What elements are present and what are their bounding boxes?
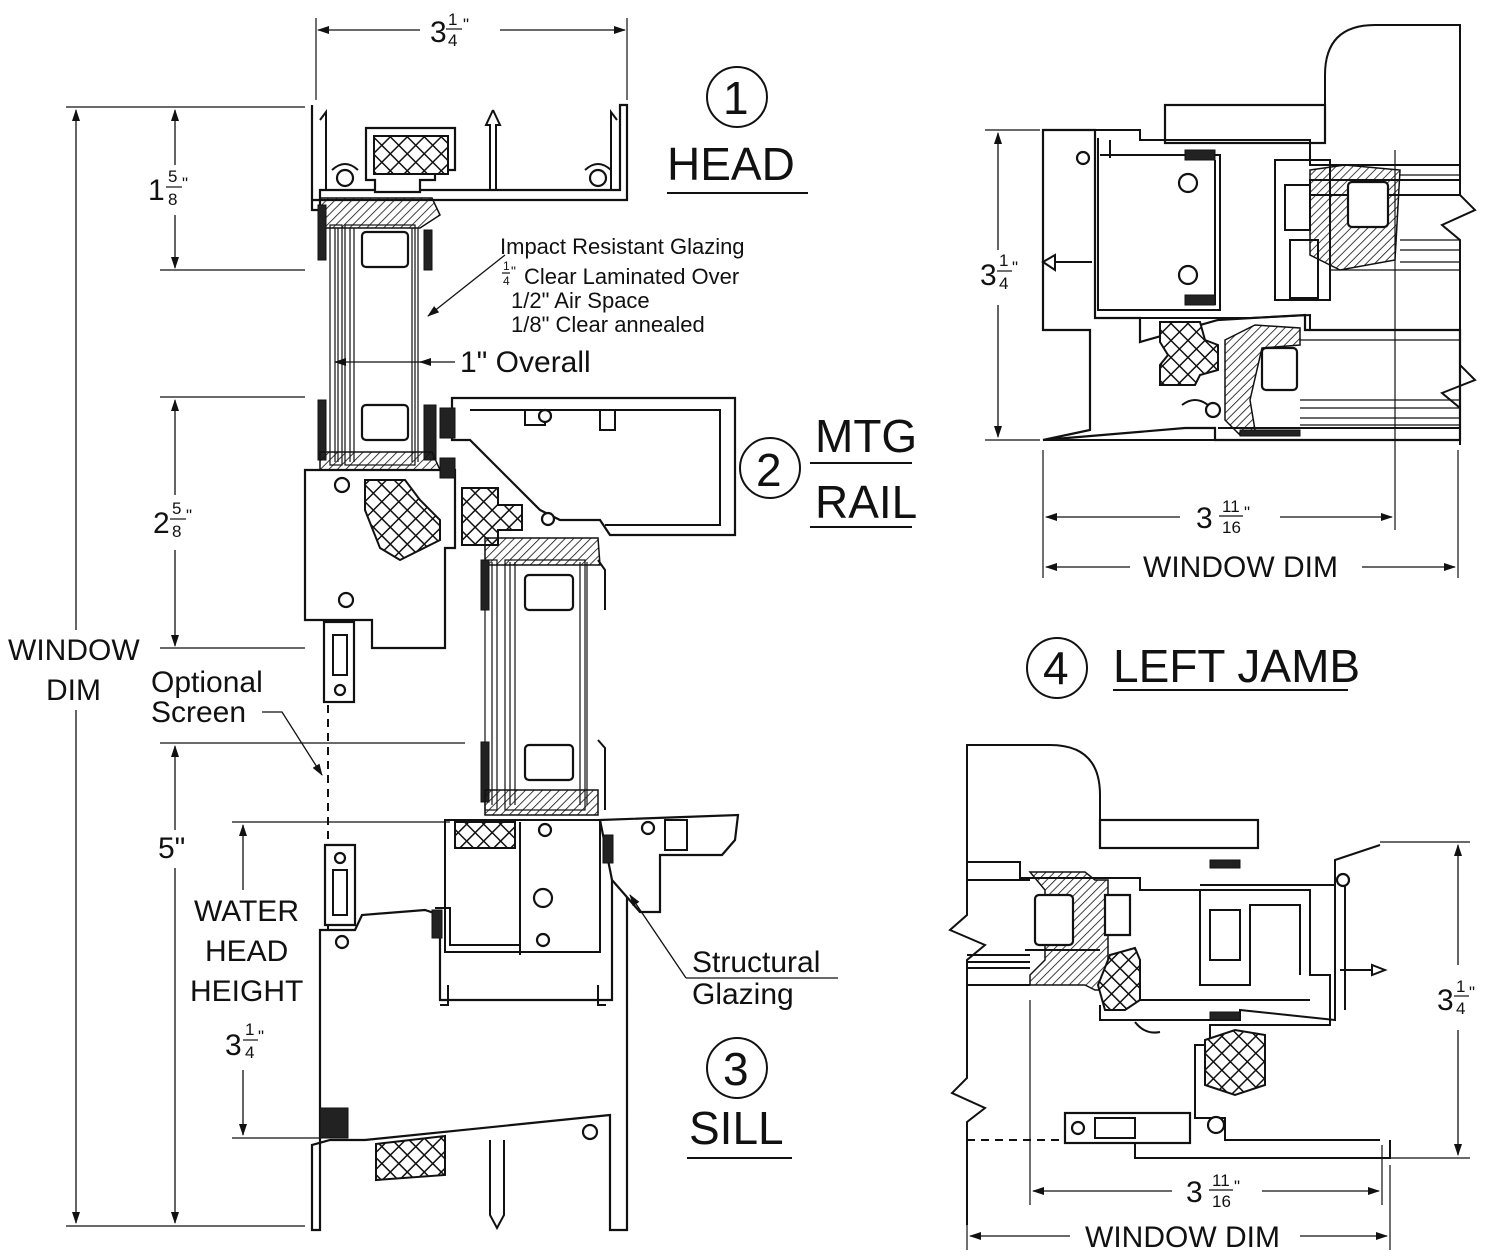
mtg-height-whole: 2 [153,507,170,540]
glazing-frac-den: 4 [503,274,510,288]
mtg-label-bottom: RAIL [815,476,917,528]
head-label: HEAD [667,138,795,190]
glazing-line2: Clear Laminated Over [524,264,739,289]
top-width-whole: 3 [430,16,447,49]
sill-height: 5" [158,832,185,865]
window-dim-v-line1: WINDOW [8,634,140,667]
head-height-unit: " [182,174,188,193]
jamb-bottom-width-num: 11 [1212,1171,1230,1190]
head-height-num: 5 [168,167,177,186]
jamb-top-height-whole: 3 [980,259,997,292]
jamb-number: 4 [1043,642,1069,694]
mtg-height-num: 5 [172,499,181,518]
top-width-den: 4 [448,31,457,50]
jamb-bottom-section [948,744,1470,1250]
water-head-unit: " [258,1027,264,1046]
structural-line1: Structural [692,946,820,979]
head-height-den: 8 [168,190,177,209]
top-width-num: 1 [448,10,457,29]
water-head-den: 4 [245,1043,254,1062]
labels: 3 1 4 " 1 HEAD 1 5 8 " Impact Resistant … [8,10,1475,1254]
head-height-whole: 1 [148,174,165,207]
sill-number: 3 [723,1043,749,1095]
glazing-line3: 1/2" Air Space [511,288,650,313]
jamb-top-width-den: 16 [1222,518,1241,537]
screen-line1: Optional [151,666,263,699]
window-dim-top: WINDOW DIM [1143,551,1338,584]
jamb-top-height-num: 1 [999,251,1008,270]
vertical-section [66,18,912,1232]
mtg-height-den: 8 [172,522,181,541]
jamb-bottom-height-unit: " [1469,983,1475,1002]
glazing-line4: 1/8" Clear annealed [511,312,705,337]
jamb-top-width-unit: " [1244,503,1250,522]
jamb-bottom-height-num: 1 [1456,977,1465,996]
jamb-top-height-unit: " [1012,258,1018,277]
head-number: 1 [723,72,749,124]
jamb-bottom-height-den: 4 [1456,999,1465,1018]
jamb-bottom-height-whole: 3 [1437,984,1454,1017]
top-width-unit: " [463,15,469,34]
sill-label: SILL [689,1102,784,1154]
water-head-num: 1 [245,1020,254,1039]
overall-label: 1" Overall [460,346,591,379]
mtg-number: 2 [756,444,782,496]
jamb-top-height-den: 4 [999,274,1008,293]
glazing-line1: Impact Resistant Glazing [500,234,745,259]
glazing-frac-unit: " [511,263,516,279]
jamb-bottom-width-unit: " [1234,1177,1240,1196]
mtg-height-unit: " [186,506,192,525]
water-line2: HEAD [205,935,288,968]
water-head-whole: 3 [225,1029,242,1062]
jamb-bottom-width-whole: 3 [1186,1176,1203,1209]
jamb-bottom-width-den: 16 [1212,1192,1231,1211]
water-line3: HEIGHT [190,975,303,1008]
mtg-label-top: MTG [815,410,917,462]
jamb-top-width-whole: 3 [1196,502,1213,535]
jamb-label: LEFT JAMB [1113,640,1360,692]
screen-line2: Screen [151,696,246,729]
jamb-top-width-num: 11 [1222,497,1240,516]
window-dim-bottom: WINDOW DIM [1085,1221,1280,1253]
glazing-frac-num: 1 [503,259,510,273]
structural-line2: Glazing [692,978,794,1011]
window-dim-v-line2: DIM [46,674,101,707]
jamb-top-section [985,24,1477,578]
water-line1: WATER [194,895,299,928]
